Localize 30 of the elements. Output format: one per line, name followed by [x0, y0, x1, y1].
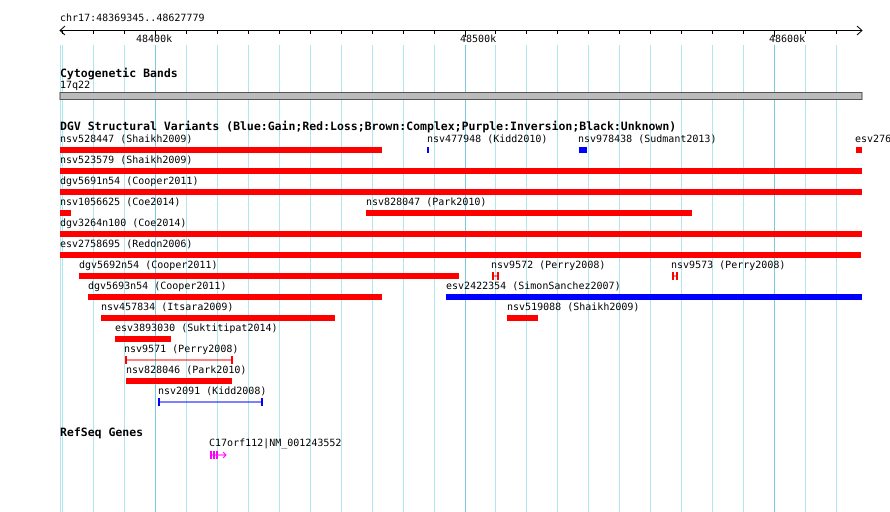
variant-label: dgv5692n54 (Cooper2011) [79, 260, 218, 272]
variant-label: nsv9573 (Perry2008) [671, 260, 786, 272]
variant-label: nsv1056625 (Coe2014) [60, 197, 180, 209]
track-heading: Cytogenetic Bands [60, 67, 178, 80]
variant-label: dgv5691n54 (Cooper2011) [60, 176, 198, 188]
region-label: chr17:48369345..48627779 [60, 13, 204, 25]
variant-label: dgv5693n54 (Cooper2011) [88, 281, 226, 293]
gene-label: C17orf112|NM_001243552 [209, 438, 342, 450]
track-heading: DGV Structural Variants (Blue:Gain;Red:Loss;Brown:Complex;Purple:Inversion;Black:Unknown) [60, 120, 676, 133]
band-label: 17q22 [60, 80, 90, 92]
tick-label: 48500k [460, 34, 496, 46]
variant-label: nsv9571 (Perry2008) [124, 344, 238, 356]
variant-label: nsv528447 (Shaikh2009) [60, 134, 192, 146]
variant-label: nsv828046 (Park2010) [126, 365, 246, 377]
variant-label: nsv457834 (Itsara2009) [101, 302, 234, 314]
track-heading: RefSeq Genes [60, 426, 144, 439]
variant-label: nsv477948 (Kidd2010) [427, 134, 548, 146]
variant-label: nsv2091 (Kidd2008) [158, 386, 266, 398]
variant-label: esv2422354 (SimonSanchez2007) [446, 281, 621, 293]
variant-label: nsv523579 (Shaikh2009) [60, 155, 192, 167]
variant-label: esv276 [855, 134, 890, 146]
variant-label: nsv828047 (Park2010) [366, 197, 486, 209]
variant-label: nsv9572 (Perry2008) [491, 260, 606, 272]
tick-label: 48600k [769, 34, 806, 46]
variant-label: nsv978438 (Sudmant2013) [578, 134, 716, 146]
variant-label: esv2758695 (Redon2006) [60, 239, 192, 251]
variant-label: nsv519088 (Shaikh2009) [507, 302, 640, 314]
variant-label: esv3893030 (Suktitipat2014) [115, 323, 278, 335]
tick-label: 48400k [136, 34, 172, 46]
variant-label: dgv3264n100 (Coe2014) [60, 218, 186, 230]
